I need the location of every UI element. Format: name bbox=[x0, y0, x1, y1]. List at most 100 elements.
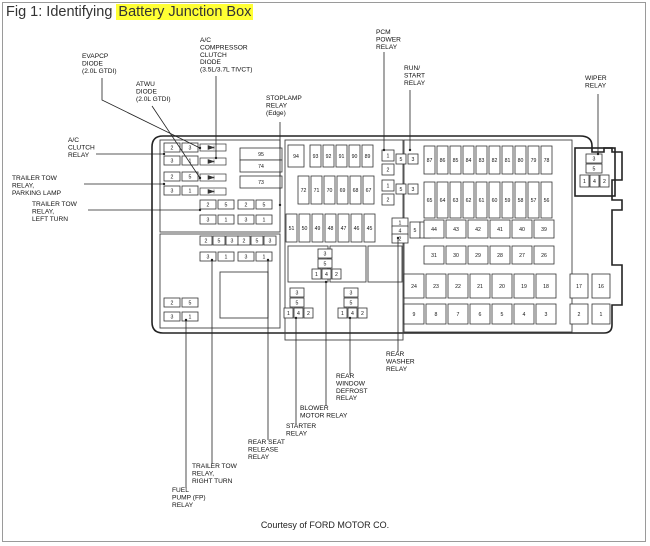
svg-text:43: 43 bbox=[453, 227, 459, 233]
center-block bbox=[219, 271, 269, 319]
fuse-62: 62 bbox=[462, 181, 475, 219]
pcm-pin-2: 2 bbox=[381, 163, 395, 176]
wiper-relay-area bbox=[574, 147, 616, 197]
svg-text:1: 1 bbox=[189, 188, 192, 194]
leader-defrost-tip bbox=[348, 316, 352, 320]
tt-left-top-5: 5 bbox=[217, 199, 235, 210]
svg-text:2: 2 bbox=[335, 272, 338, 278]
leader-blower-tip bbox=[324, 280, 328, 284]
wiper-pin-3: 3 bbox=[585, 153, 603, 164]
svg-text:2: 2 bbox=[171, 145, 174, 151]
fuse-81: 81 bbox=[501, 145, 514, 175]
svg-text:60: 60 bbox=[492, 198, 498, 204]
fuse-70: 70 bbox=[323, 175, 336, 205]
leader-atwu-tip bbox=[198, 176, 202, 180]
svg-text:80: 80 bbox=[518, 158, 524, 164]
fuse-29: 29 bbox=[467, 245, 489, 265]
fuse-18: 18 bbox=[535, 273, 557, 299]
svg-text:3: 3 bbox=[269, 238, 272, 244]
svg-text:1: 1 bbox=[225, 254, 228, 260]
leader-washer-tip bbox=[396, 236, 400, 240]
svg-text:86: 86 bbox=[440, 158, 446, 164]
svg-text:1: 1 bbox=[387, 183, 390, 189]
fuse-27: 27 bbox=[511, 245, 533, 265]
svg-text:30: 30 bbox=[453, 253, 459, 259]
svg-text:5: 5 bbox=[296, 300, 299, 306]
leader-tt-left-tip bbox=[198, 208, 202, 212]
fp-pin-1: 1 bbox=[181, 311, 199, 322]
leader-ac-diode-tip bbox=[214, 156, 218, 160]
svg-text:78: 78 bbox=[544, 158, 550, 164]
svg-text:2: 2 bbox=[387, 167, 390, 173]
fuse-8: 8 bbox=[425, 303, 447, 325]
svg-text:72: 72 bbox=[301, 188, 307, 194]
svg-text:59: 59 bbox=[505, 198, 511, 204]
svg-text:16: 16 bbox=[598, 284, 604, 290]
starter-pin-1: 1 bbox=[311, 268, 322, 280]
svg-text:2: 2 bbox=[243, 238, 246, 244]
rear-seat-bot-1: 1 bbox=[217, 251, 235, 262]
svg-text:3: 3 bbox=[412, 157, 415, 163]
fuse-16: 16 bbox=[591, 273, 611, 299]
svg-text:3: 3 bbox=[171, 188, 174, 194]
fuse-65: 65 bbox=[423, 181, 436, 219]
fuse-83: 83 bbox=[475, 145, 488, 175]
washer-pin-2: 2 bbox=[391, 233, 409, 244]
leader-tt-park-tip bbox=[162, 182, 166, 186]
fuse-31: 31 bbox=[423, 245, 445, 265]
svg-text:17: 17 bbox=[576, 284, 582, 290]
svg-text:3: 3 bbox=[171, 314, 174, 320]
svg-text:92: 92 bbox=[326, 154, 332, 160]
svg-text:28: 28 bbox=[497, 253, 503, 259]
svg-text:63: 63 bbox=[453, 198, 459, 204]
svg-text:84: 84 bbox=[466, 158, 472, 164]
svg-text:3: 3 bbox=[231, 238, 234, 244]
svg-text:41: 41 bbox=[497, 227, 503, 233]
svg-text:1: 1 bbox=[399, 220, 402, 226]
stoplamp-top-5: 5 bbox=[255, 199, 273, 210]
tt-park-pin-2: 2 bbox=[163, 171, 181, 182]
svg-text:2: 2 bbox=[207, 202, 210, 208]
left-lower-panel bbox=[159, 233, 281, 329]
fuse-28: 28 bbox=[489, 245, 511, 265]
svg-text:49: 49 bbox=[315, 226, 321, 232]
svg-text:1: 1 bbox=[387, 153, 390, 159]
runstart-pin-3: 3 bbox=[407, 183, 419, 195]
svg-text:1: 1 bbox=[583, 179, 586, 185]
diode-symbol-4 bbox=[207, 189, 215, 194]
svg-text:50: 50 bbox=[302, 226, 308, 232]
diode-symbol-3 bbox=[207, 175, 215, 180]
fuse-5: 5 bbox=[491, 303, 513, 325]
svg-text:39: 39 bbox=[541, 227, 547, 233]
blower-pin-1: 1 bbox=[283, 307, 294, 319]
fuse-19: 19 bbox=[513, 273, 535, 299]
svg-text:4: 4 bbox=[325, 272, 328, 278]
svg-text:31: 31 bbox=[431, 253, 437, 259]
svg-text:56: 56 bbox=[544, 198, 550, 204]
ac-relay-pin-1: 1 bbox=[181, 155, 199, 166]
svg-text:3: 3 bbox=[296, 290, 299, 296]
leader-starter-tip bbox=[294, 316, 298, 320]
svg-text:21: 21 bbox=[477, 284, 483, 290]
tt-left-top-2: 2 bbox=[199, 199, 217, 210]
fuse-57: 57 bbox=[527, 181, 540, 219]
fuse-68: 68 bbox=[349, 175, 362, 205]
fuse-43: 43 bbox=[445, 219, 467, 239]
leader-atwu bbox=[151, 105, 201, 179]
svg-text:61: 61 bbox=[479, 198, 485, 204]
svg-text:24: 24 bbox=[411, 284, 417, 290]
fuse-90: 90 bbox=[348, 144, 361, 168]
svg-text:3: 3 bbox=[171, 158, 174, 164]
leader-runstart-tip bbox=[408, 148, 412, 152]
svg-text:1: 1 bbox=[600, 312, 603, 318]
leader-stoplamp-tip bbox=[278, 203, 282, 207]
svg-text:4: 4 bbox=[351, 311, 354, 317]
figure-title-prefix: Fig 1: Identifying bbox=[6, 4, 117, 20]
runstart-pin-2: 2 bbox=[381, 193, 395, 206]
fuse-26: 26 bbox=[533, 245, 555, 265]
